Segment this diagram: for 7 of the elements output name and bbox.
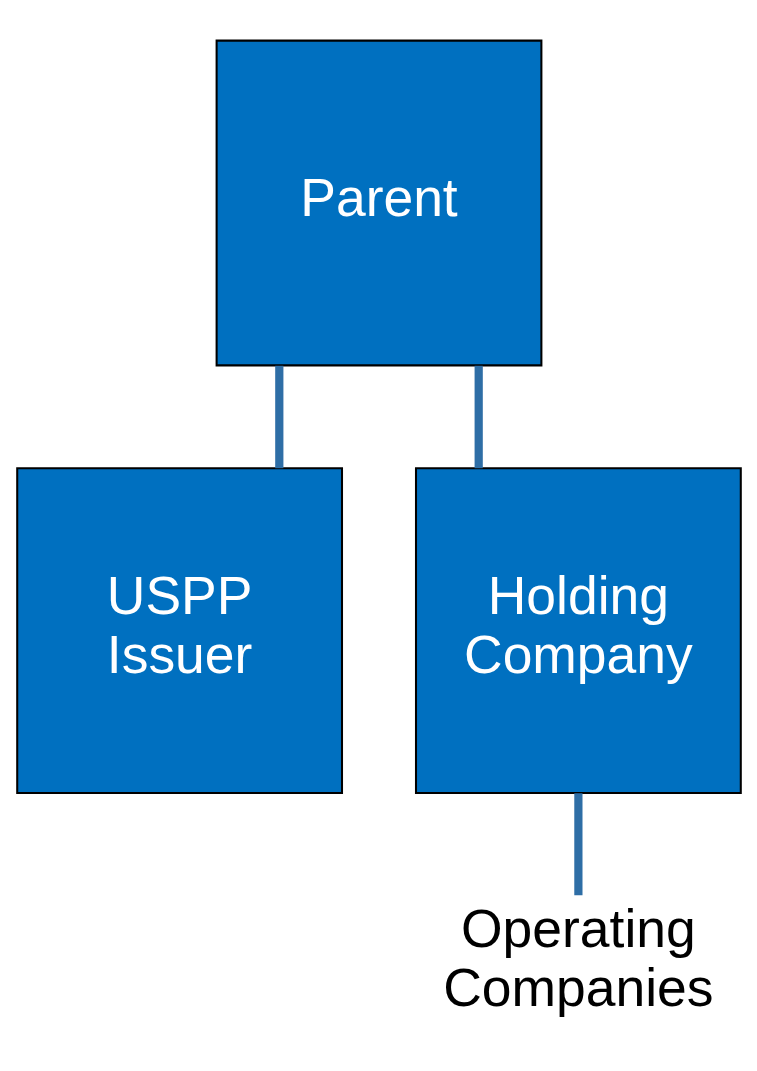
connector — [274, 365, 283, 468]
node-text: Operating Companies — [442, 898, 714, 1017]
connector — [573, 792, 582, 895]
connector — [474, 365, 483, 468]
node-box: Parent — [215, 39, 542, 366]
node-box: USPP Issuer — [15, 466, 343, 794]
node-box: Holding Company — [414, 466, 742, 794]
